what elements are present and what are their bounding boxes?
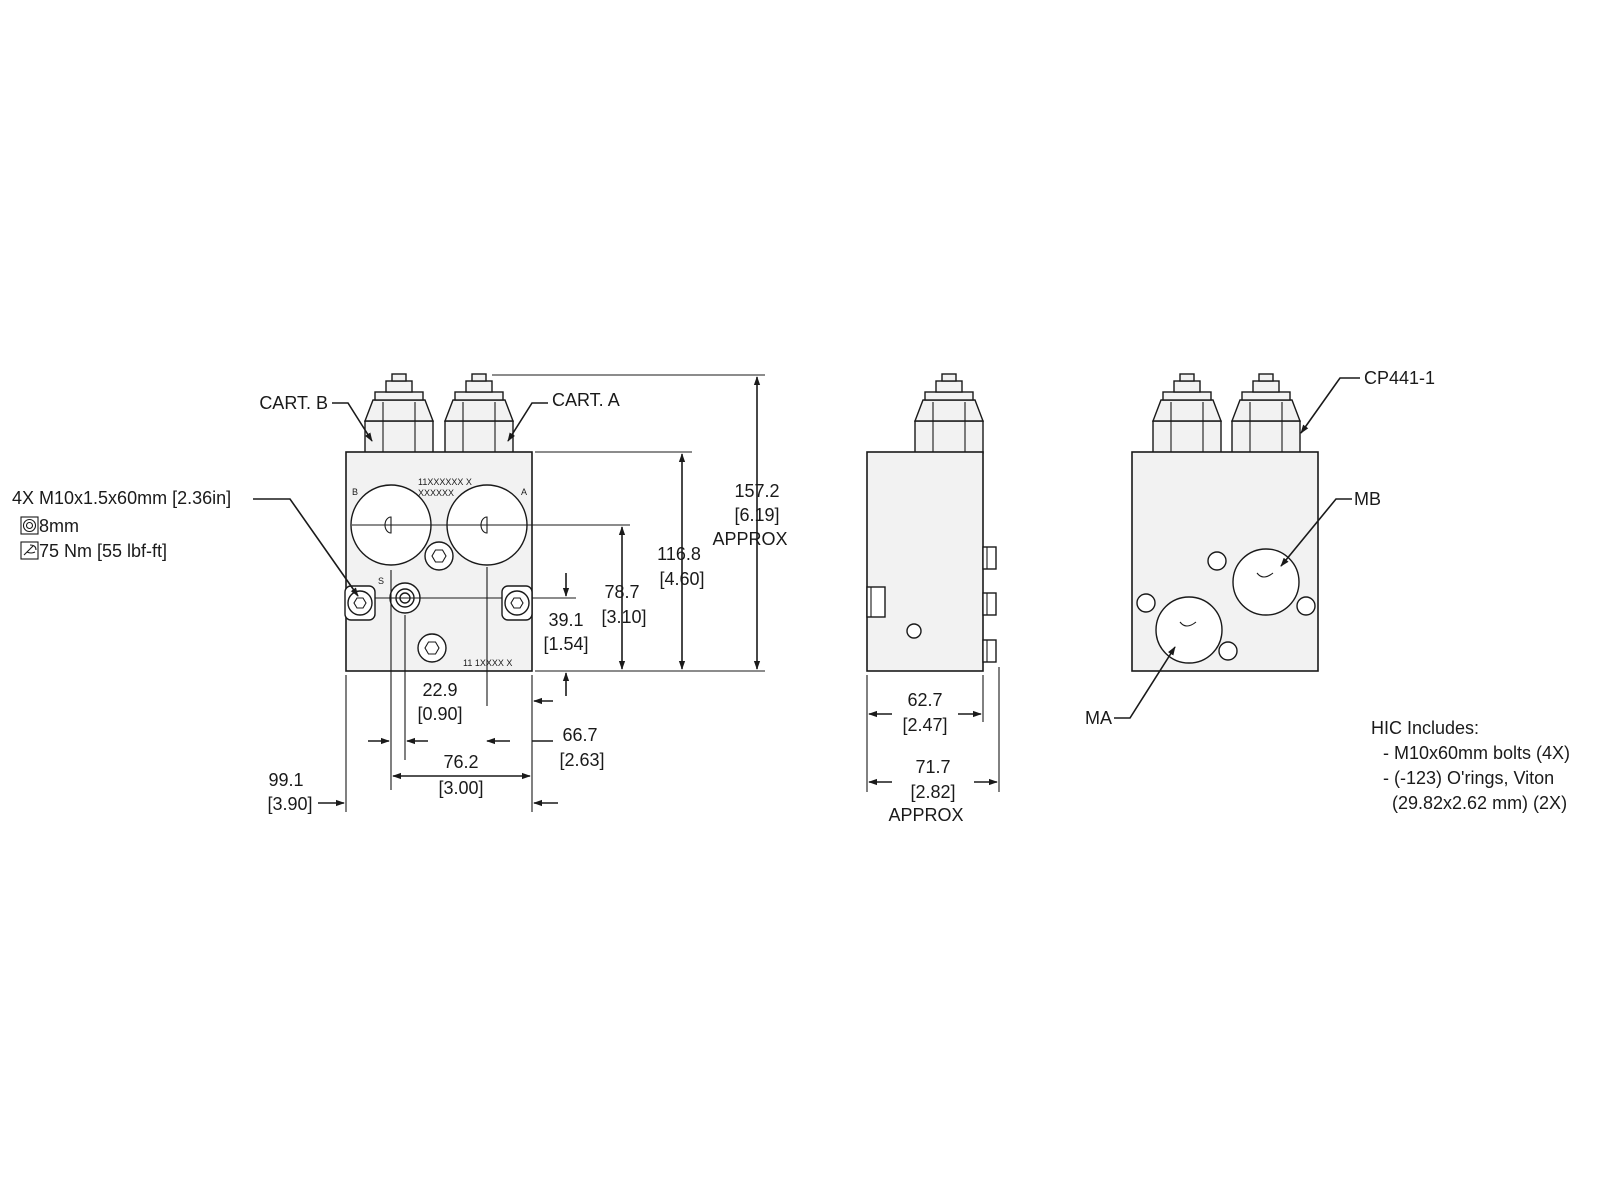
marking-code-2: XXXXXX	[418, 488, 454, 498]
dim-66-mm: 66.7	[562, 725, 597, 745]
port-ma	[1155, 596, 1223, 664]
includes-item-1: - M10x60mm bolts (4X)	[1383, 743, 1570, 763]
callout-cp441: CP441-1	[1364, 368, 1435, 388]
dim-157-mm: 157.2	[734, 481, 779, 501]
dim-78-mm: 78.7	[604, 582, 639, 602]
plug-upper	[424, 541, 454, 571]
marking-b: B	[352, 487, 358, 497]
dim-157-note: APPROX	[712, 529, 787, 549]
callout-mb: MB	[1354, 489, 1381, 509]
dim-99-mm: 99.1	[268, 770, 303, 790]
dim-71-mm: 71.7	[915, 757, 950, 777]
mounting-bolt-left	[344, 585, 376, 621]
bolt-note-line-1: 4X M10x1.5x60mm [2.36in]	[12, 488, 231, 508]
top-view	[1131, 373, 1319, 672]
dim-99-in: [3.90]	[267, 794, 312, 814]
marking-a: A	[521, 487, 527, 497]
marking-code-1: 11XXXXXX X	[418, 477, 472, 487]
front-view-dimensions	[318, 374, 765, 812]
marking-s: S	[378, 576, 384, 586]
dim-71-in: [2.82]	[910, 782, 955, 802]
side-block-body	[866, 451, 984, 672]
dim-116-mm: 116.8	[657, 544, 701, 564]
includes-item-3: (29.82x2.62 mm) (2X)	[1392, 793, 1567, 813]
dim-62-mm: 62.7	[907, 690, 942, 710]
mounting-bolt-right	[501, 585, 533, 621]
dim-62-in: [2.47]	[902, 715, 947, 735]
includes-title: HIC Includes:	[1371, 718, 1479, 738]
front-view: B A S 11XXXXXX X XXXXXX 11 1XXXX X	[344, 373, 630, 706]
cartridge-b	[363, 373, 435, 454]
hex-socket-icon	[20, 516, 39, 535]
bolt-note-line-2: 8mm	[39, 516, 79, 536]
dim-76-mm: 76.2	[443, 752, 478, 772]
bolt-note-line-3: 75 Nm [55 lbf-ft]	[39, 541, 167, 561]
dim-76-in: [3.00]	[438, 778, 483, 798]
dim-39-in: [1.54]	[543, 634, 588, 654]
dim-22-mm: 22.9	[422, 680, 457, 700]
labels: CART. B CART. A CP441-1 MB MA 4X M10x1.5…	[12, 368, 1570, 825]
includes-item-2: - (-123) O'rings, Viton	[1383, 768, 1554, 788]
top-cartridge-left	[1151, 373, 1223, 454]
dim-39-mm: 39.1	[548, 610, 583, 630]
marking-code-3: 11 1XXXX X	[463, 658, 512, 668]
callout-cart-b: CART. B	[259, 393, 328, 413]
callout-cart-a: CART. A	[552, 390, 620, 410]
side-view-dimensions	[866, 667, 1000, 792]
front-view-leaders	[253, 402, 548, 597]
torque-wrench-icon	[20, 541, 39, 560]
dim-66-in: [2.63]	[559, 750, 604, 770]
side-view	[866, 373, 997, 672]
callout-ma: MA	[1085, 708, 1112, 728]
top-view-leaders	[1114, 377, 1360, 719]
dim-22-in: [0.90]	[417, 704, 462, 724]
dim-157-in: [6.19]	[734, 505, 779, 525]
port-mb	[1232, 548, 1300, 616]
side-cartridge	[913, 373, 985, 454]
plug-lower	[417, 633, 447, 663]
dim-71-note: APPROX	[888, 805, 963, 825]
cartridge-a	[443, 373, 515, 454]
dim-116-in: [4.60]	[659, 569, 704, 589]
dim-78-in: [3.10]	[601, 607, 646, 627]
top-cartridge-right	[1230, 373, 1302, 454]
